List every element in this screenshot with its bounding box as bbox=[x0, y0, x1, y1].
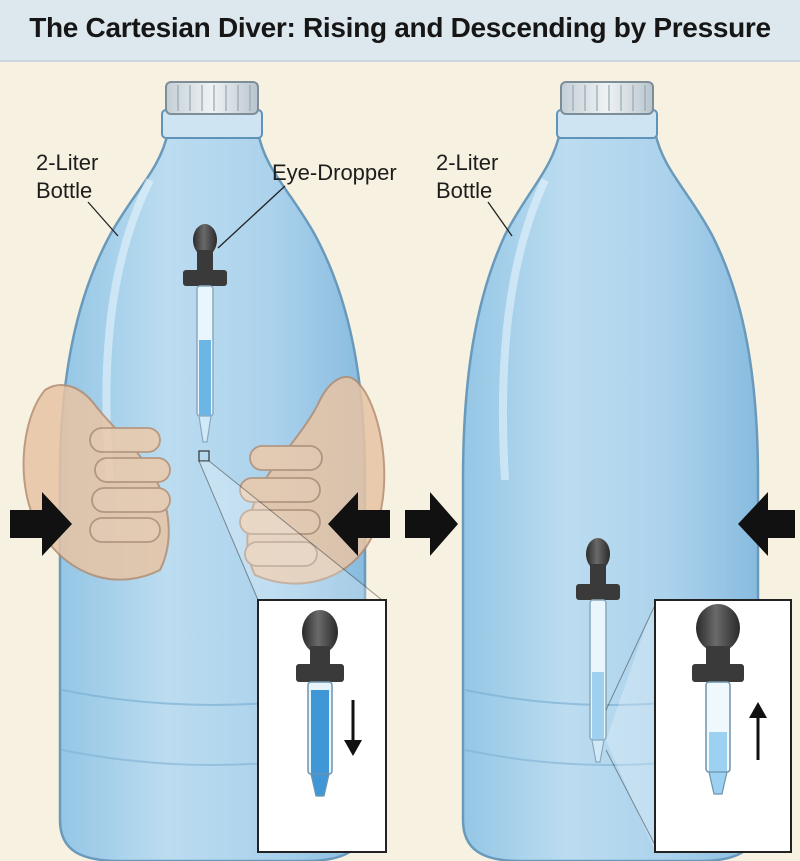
middle-arrow-right bbox=[405, 492, 458, 556]
left-zoom-marker bbox=[198, 450, 210, 462]
left-inset bbox=[257, 599, 387, 853]
left-bottle-label: 2-Liter Bottle bbox=[36, 150, 119, 237]
svg-text:2-Liter: 2-Liter bbox=[36, 150, 98, 175]
svg-text:Eye-Dropper: Eye-Dropper bbox=[272, 160, 397, 185]
svg-text:2-Liter: 2-Liter bbox=[436, 150, 498, 175]
squeeze-arrow-right bbox=[328, 492, 390, 556]
left-bottle-cap bbox=[165, 81, 259, 115]
svg-text:Bottle: Bottle bbox=[36, 178, 92, 203]
right-bottle-cap bbox=[560, 81, 654, 115]
right-inset bbox=[654, 599, 792, 853]
page-title: The Cartesian Diver: Rising and Descendi… bbox=[29, 12, 771, 43]
left-zoom-connector bbox=[199, 461, 382, 600]
title-bar: The Cartesian Diver: Rising and Descendi… bbox=[0, 0, 800, 62]
right-eye-dropper bbox=[576, 538, 620, 763]
down-arrow-icon bbox=[344, 700, 362, 756]
right-bottle-label: 2-Liter Bottle bbox=[436, 150, 513, 237]
squeeze-arrow-far-right bbox=[738, 492, 795, 556]
cartesian-diver-diagram: 2-Liter Bottle Eye-Dropper bbox=[10, 81, 795, 861]
squeeze-arrow-left bbox=[10, 492, 72, 556]
right-zoom-connector bbox=[606, 600, 655, 852]
left-eye-dropper bbox=[183, 224, 227, 443]
up-arrow-icon bbox=[749, 702, 767, 760]
eye-dropper-label: Eye-Dropper bbox=[217, 160, 397, 249]
svg-text:Bottle: Bottle bbox=[436, 178, 492, 203]
